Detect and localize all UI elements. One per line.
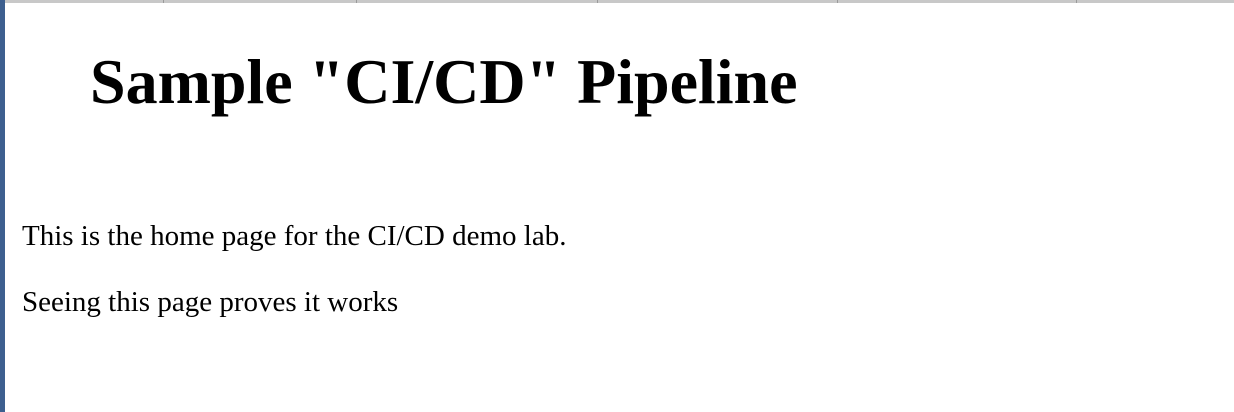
window-left-edge: [0, 0, 5, 412]
toolbar-segment: [164, 0, 357, 3]
intro-paragraph: This is the home page for the CI/CD demo…: [22, 220, 567, 252]
toolbar-segment: [357, 0, 598, 3]
page-title: Sample "CI/CD" Pipeline: [90, 46, 798, 117]
page-content: Sample "CI/CD" Pipeline This is the home…: [22, 0, 1234, 412]
toolbar-segment: [0, 0, 164, 3]
status-paragraph: Seeing this page proves it works: [22, 286, 399, 318]
toolbar-segment: [598, 0, 838, 3]
toolbar-segment: [838, 0, 1077, 3]
browser-toolbar-strip: [0, 0, 1234, 3]
